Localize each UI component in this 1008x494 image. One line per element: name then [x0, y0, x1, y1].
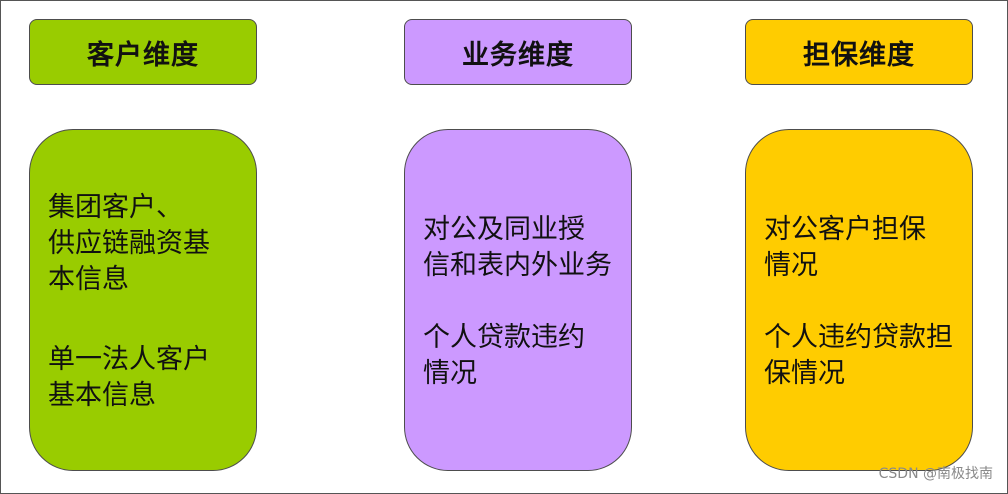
card-paragraph: 对公客户担保 情况 — [764, 212, 926, 284]
card-text-line: 基本信息 — [48, 380, 156, 411]
card-customer-dimension: 集团客户、 供应链融资基 本信息 单一法人客户 基本信息 — [29, 129, 257, 471]
watermark: CSDN @南极找南 — [878, 466, 993, 482]
card-text-line: 个人违约贷款担 — [764, 322, 953, 353]
card-text-line: 单一法人客户 — [48, 344, 210, 375]
header-business-dimension: 业务维度 — [404, 19, 632, 85]
header-guarantee-dimension: 担保维度 — [745, 19, 973, 85]
header-label: 客户维度 — [87, 39, 199, 71]
card-paragraph: 集团客户、 供应链融资基 本信息 — [48, 190, 210, 298]
card-text-line: 情况 — [423, 358, 477, 389]
card-guarantee-dimension: 对公客户担保 情况 个人违约贷款担 保情况 — [745, 129, 973, 471]
card-paragraph: 个人违约贷款担 保情况 — [764, 320, 953, 392]
card-business-dimension: 对公及同业授 信和表内外业务 个人贷款违约 情况 — [404, 129, 632, 471]
card-text-line: 保情况 — [764, 358, 845, 389]
card-paragraph: 个人贷款违约 情况 — [423, 320, 585, 392]
card-text-line: 对公及同业授 — [423, 214, 585, 245]
card-text-line: 情况 — [764, 250, 818, 281]
card-text-line: 供应链融资基 — [48, 228, 210, 259]
header-customer-dimension: 客户维度 — [29, 19, 257, 85]
card-text-line: 本信息 — [48, 264, 129, 295]
card-text-line: 集团客户、 — [48, 192, 183, 223]
card-text-line: 个人贷款违约 — [423, 322, 585, 353]
card-paragraph: 单一法人客户 基本信息 — [48, 342, 210, 414]
header-label: 担保维度 — [803, 39, 915, 71]
header-label: 业务维度 — [462, 39, 574, 71]
card-text-line: 对公客户担保 — [764, 214, 926, 245]
card-paragraph: 对公及同业授 信和表内外业务 — [423, 212, 612, 284]
card-text-line: 信和表内外业务 — [423, 250, 612, 281]
